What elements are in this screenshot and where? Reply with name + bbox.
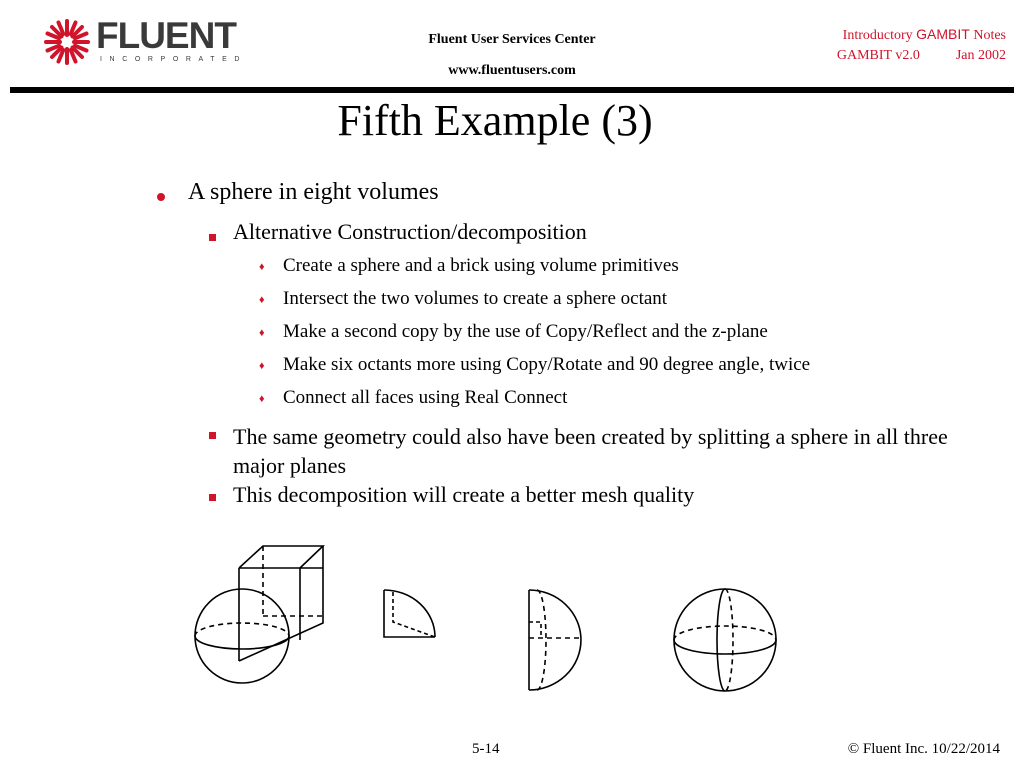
bullet-level2: The same geometry could also have been c… [233, 424, 948, 478]
header-center: Fluent User Services Center www.fluentus… [362, 24, 662, 86]
notes-label: Introductory GAMBIT Notes [776, 24, 1006, 46]
fluent-logo: FLUENT INCORPORATED [42, 15, 239, 69]
diamond-bullet-icon: ♦ [259, 327, 265, 339]
square-bullet-icon [209, 494, 216, 501]
diamond-bullet-icon: ♦ [259, 261, 265, 273]
round-bullet-icon [157, 193, 165, 201]
diamond-bullet-icon: ♦ [259, 294, 265, 306]
page-number: 5-14 [472, 741, 500, 757]
step-item: Make a second copy by the use of Copy/Re… [283, 321, 768, 342]
center-title: Fluent User Services Center [428, 32, 596, 47]
notes-word: Notes [973, 28, 1006, 43]
bullet-level2: Alternative Construction/decomposition [233, 219, 587, 244]
header-right: Introductory GAMBIT Notes GAMBIT v2.0 Jan… [776, 24, 1006, 66]
bullet-level2: This decomposition will create a better … [233, 482, 695, 507]
copyright: © Fluent Inc. 10/22/2014 [847, 741, 1000, 757]
diamond-bullet-icon: ♦ [259, 360, 265, 372]
bullet-level1: A sphere in eight volumes [188, 179, 439, 205]
half-sphere-figure [528, 589, 582, 691]
square-bullet-icon [209, 432, 216, 439]
square-bullet-icon [209, 234, 216, 241]
step-item: Create a sphere and a brick using volume… [283, 255, 679, 276]
logo-wordmark: FLUENT [96, 15, 237, 56]
center-url: www.fluentusers.com [448, 63, 576, 78]
split-sphere-figure [673, 588, 777, 692]
notes-product: GAMBIT [916, 26, 970, 42]
slide-title: Fifth Example (3) [337, 96, 653, 145]
logo-subtitle: INCORPORATED [100, 56, 248, 63]
diamond-bullet-icon: ♦ [259, 393, 265, 405]
step-item: Make six octants more using Copy/Rotate … [283, 354, 811, 375]
step-item: Connect all faces using Real Connect [283, 387, 568, 408]
sphere-and-brick-figure [194, 545, 325, 684]
notes-intro: Introductory [842, 28, 913, 43]
step-item: Intersect the two volumes to create a sp… [283, 288, 668, 309]
sphere-octant-figure [383, 589, 436, 638]
version-label: GAMBIT v2.0 [836, 48, 920, 63]
starburst-logo-icon [44, 19, 90, 65]
version-line: GAMBIT v2.0 Jan 2002 [776, 46, 1006, 66]
header-divider [10, 87, 1014, 93]
version-date: Jan 2002 [955, 48, 1006, 63]
